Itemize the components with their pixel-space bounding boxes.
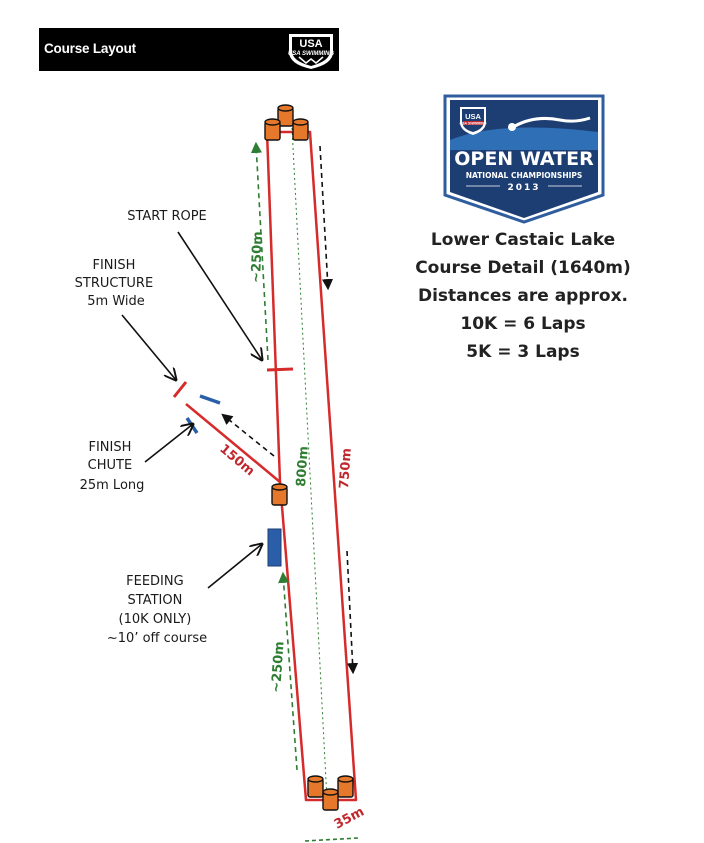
logo-title: OPEN WATER [454, 148, 594, 170]
info-line-5: 5K = 3 Laps [466, 342, 580, 362]
feeding-station [267, 528, 282, 567]
finish-structure-blue-marker [199, 394, 221, 405]
distance-right: 750m [337, 448, 355, 490]
green-arrow-top [250, 141, 269, 361]
svg-text:USA SWIMMING: USA SWIMMING [460, 122, 487, 126]
info-line-3: Distances are approx. [417, 286, 628, 306]
logo-year: 2013 [507, 183, 540, 193]
start-rope [266, 367, 294, 372]
header-bar: Course Layout USA USA SWIMMING [39, 28, 339, 71]
header-title: Course Layout [44, 41, 136, 56]
label-finish-chute: FINISH CHUTE 25m Long [80, 440, 145, 493]
green-line-bottom-edge [304, 837, 359, 842]
svg-text:USA SWIMMING: USA SWIMMING [288, 51, 334, 57]
info-line-1: Lower Castaic Lake [430, 230, 616, 250]
label-feeding-station: FEEDING STATION (10K ONLY) ~10’ off cour… [107, 574, 207, 646]
pointer-finish-structure [121, 314, 176, 380]
buoy-group-bottom [307, 775, 354, 811]
direction-arrow-right-top [319, 145, 334, 291]
info-line-4: 10K = 6 Laps [460, 314, 586, 334]
label-start-rope: START ROPE [127, 209, 207, 224]
pointer-start-rope [177, 231, 262, 360]
open-water-championships-logo: USA USA SWIMMING OPEN WATER NATIONAL CHA… [443, 94, 605, 224]
distance-center: 800m [294, 446, 312, 488]
pointer-feeding-station [207, 544, 262, 589]
finish-structure-red-marker [172, 381, 188, 398]
direction-arrow-right-bottom [346, 550, 359, 675]
buoy-chute [271, 483, 288, 506]
svg-text:USA: USA [465, 112, 481, 121]
course-info: Lower Castaic Lake Course Detail (1640m)… [408, 226, 638, 366]
logo-subtitle: NATIONAL CHAMPIONSHIPS [466, 171, 583, 180]
label-finish-structure: FINISH STRUCTURE 5m Wide [75, 258, 158, 309]
distance-bottom-left: ~250m [269, 641, 288, 693]
pointer-finish-chute [144, 424, 193, 463]
buoy-group-top [264, 104, 309, 141]
distance-top-left: ~250m [249, 231, 266, 283]
info-line-2: Course Detail (1640m) [415, 258, 631, 278]
svg-text:USA: USA [299, 38, 322, 50]
green-arrow-bottom [278, 571, 298, 771]
finish-chute-line [185, 403, 281, 483]
direction-arrow-chute [221, 413, 275, 457]
usa-swimming-logo: USA USA SWIMMING [288, 34, 334, 69]
center-guide-line [291, 127, 328, 801]
